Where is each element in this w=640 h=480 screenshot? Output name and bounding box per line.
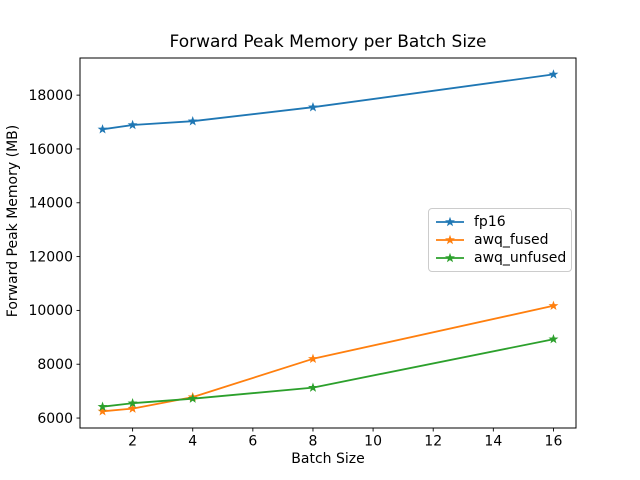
series-marker-awq_unfused [127,398,138,408]
series-marker-awq_unfused [187,393,198,403]
y-axis-label: Forward Peak Memory (MB) [5,125,21,317]
legend-label-awq_unfused: awq_unfused [474,250,567,266]
legend-entry-awq_fused: awq_fused [436,231,564,249]
series-marker-awq_fused [548,300,559,311]
legend-sample-fp16 [436,216,464,227]
y-tick-label: 16000 [28,142,73,158]
x-tick-label: 8 [309,434,318,450]
y-tick-label: 14000 [28,196,73,212]
series-marker-awq_fused [308,353,318,364]
legend-label-fp16: fp16 [474,214,506,230]
y-tick-label: 18000 [28,88,73,104]
series-marker-awq_unfused [97,401,108,411]
x-tick-label: 2 [128,434,137,450]
series-marker-fp16 [548,69,559,79]
series-marker-fp16 [187,116,198,126]
legend-sample-marker [445,234,455,245]
x-tick-label: 10 [364,434,382,450]
series-line-awq_fused [101,304,555,413]
series-line-fp16 [101,73,555,131]
x-tick-label: 12 [424,434,442,450]
x-tick-label: 14 [484,434,502,450]
legend-label-awq_fused: awq_fused [474,232,549,248]
chart-title: Forward Peak Memory per Batch Size [170,32,487,52]
plot-frame [79,57,577,429]
y-tick-label: 6000 [37,411,73,427]
legend-sample-marker [445,252,455,263]
legend-sample-marker [445,216,455,227]
y-tick-label: 12000 [28,249,73,265]
plot-content: 2 4 6 8 10 12 14 16 6000 8000 10000 12000 14000 16000… [28,57,577,450]
x-axis-label: Batch Size [291,451,364,467]
legend: fp16 awq_fused awq_unfused [428,208,572,272]
x-tick-label: 16 [545,434,563,450]
series-marker-awq_fused [127,403,138,413]
series-marker-fp16 [308,102,318,112]
y-tick-label: 8000 [37,357,73,373]
legend-sample-awq_fused [436,234,464,245]
legend-entry-fp16: fp16 [436,213,564,231]
x-tick-label: 6 [248,434,257,450]
series-marker-fp16 [127,119,138,130]
series-marker-awq_fused [97,406,108,416]
series-marker-awq_unfused [548,334,559,344]
y-tick-label: 10000 [28,303,73,319]
legend-entry-awq_unfused: awq_unfused [436,249,567,267]
series-line-awq_unfused [101,338,555,408]
x-tick-label: 4 [188,434,197,450]
series-marker-awq_unfused [308,382,318,392]
legend-sample-awq_unfused [436,252,464,263]
series-marker-fp16 [97,124,108,134]
